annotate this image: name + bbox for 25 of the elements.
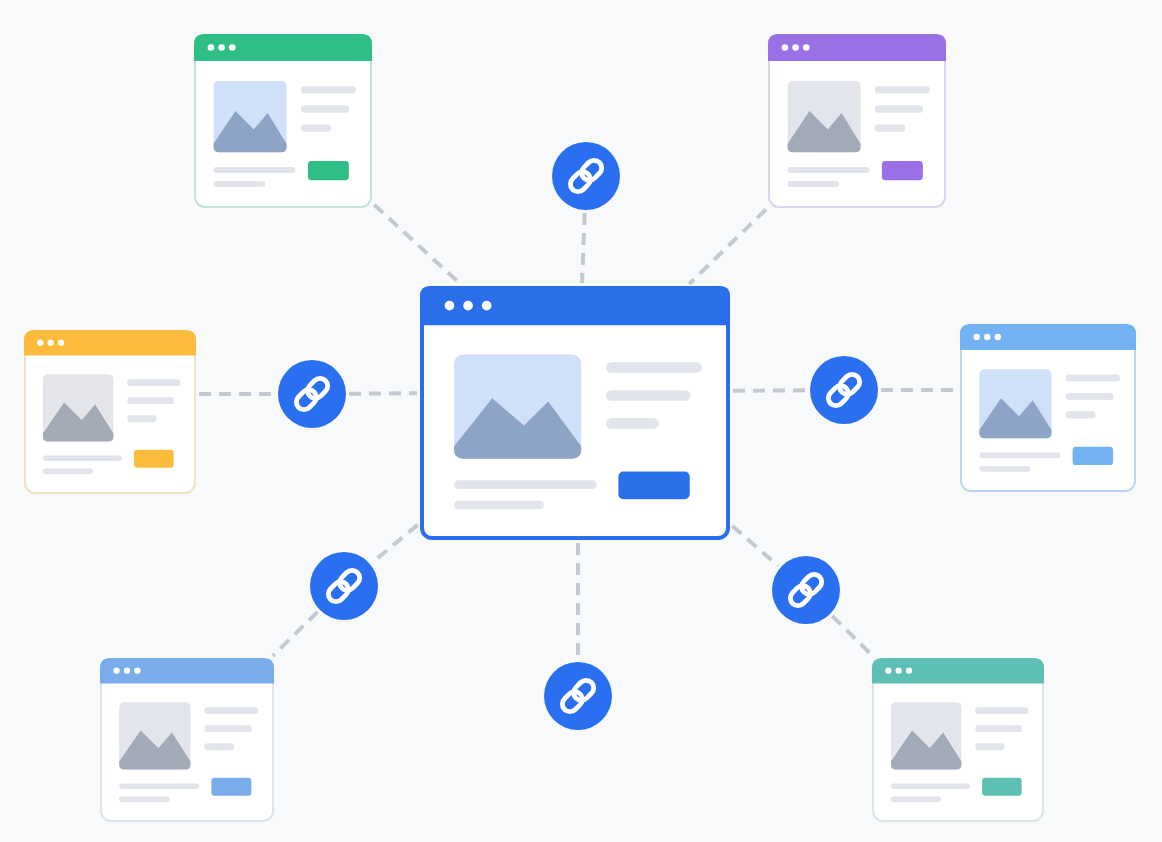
webpage-mockup — [960, 324, 1136, 492]
webpage-mockup — [24, 330, 196, 494]
link-icon — [278, 360, 346, 428]
webpage-mockup — [100, 658, 274, 822]
connector-line — [730, 524, 780, 568]
connector-line — [576, 543, 580, 659]
link-icon — [552, 142, 620, 210]
connector-line — [830, 614, 875, 658]
link-icon — [772, 556, 840, 624]
webpage-mockup — [194, 34, 372, 208]
link-icon — [810, 356, 878, 424]
connector-line — [687, 208, 768, 286]
connector-line — [580, 212, 587, 284]
connector-line — [881, 388, 957, 392]
connector-line — [199, 392, 275, 396]
connector-line — [733, 388, 807, 393]
link-icon — [310, 552, 378, 620]
connector-line — [371, 523, 419, 564]
connector-line — [372, 203, 462, 286]
webpage-mockup — [420, 286, 730, 540]
connector-line — [349, 391, 417, 396]
webpage-mockup — [872, 658, 1044, 822]
link-icon — [544, 662, 612, 730]
connector-line — [271, 610, 319, 658]
webpage-mockup — [768, 34, 946, 208]
